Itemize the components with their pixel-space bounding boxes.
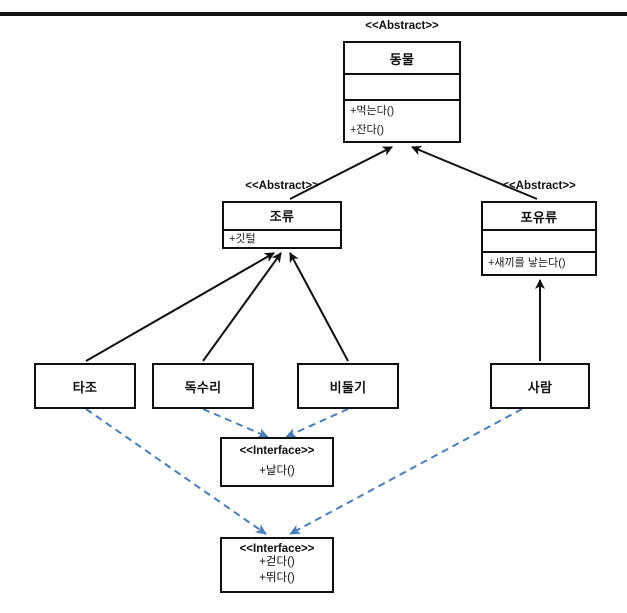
interface-walkable-method-1: +뛰다() [259, 571, 295, 584]
class-mammal-attributes-compartment [483, 229, 595, 251]
class-animal-attributes-compartment [345, 73, 459, 99]
class-animal-method-1: +잔다() [350, 124, 384, 137]
class-bird-attribute-0: +깃털 [229, 232, 256, 245]
interface-flyable-body: <<Interface>> +날다() [222, 439, 332, 485]
class-bird[interactable]: 조류 +깃털 [222, 201, 342, 249]
realization-edges [85, 408, 523, 535]
class-bird-name-compartment: 조류 [224, 203, 340, 229]
class-human-name-compartment: 사람 [492, 365, 588, 407]
generalization-edges [85, 145, 545, 362]
stereotype-bird: <<Abstract>> [245, 180, 319, 192]
class-human[interactable]: 사람 [490, 363, 590, 409]
interface-walkable-body: <<Interface>> +걷다() +뛰다() [222, 539, 332, 591]
stereotype-animal: <<Abstract>> [365, 20, 439, 32]
class-ostrich-name-compartment: 타조 [36, 365, 134, 407]
class-mammal-name-compartment: 포유류 [483, 203, 595, 229]
class-ostrich[interactable]: 타조 [34, 363, 136, 409]
interface-flyable-stereotype: <<Interface>> [239, 445, 315, 458]
interface-flyable-method-0: +날다() [259, 464, 295, 477]
class-animal-name-compartment: 동물 [345, 43, 459, 73]
class-mammal-method-0: +새끼를 낳는다() [488, 257, 566, 270]
class-mammal-name: 포유류 [520, 209, 558, 225]
class-eagle[interactable]: 독수리 [152, 363, 254, 409]
class-bird-name: 조류 [269, 209, 295, 225]
class-human-name: 사람 [527, 379, 553, 395]
class-animal-methods-compartment: +먹는다() +잔다() [345, 99, 459, 141]
interface-flyable[interactable]: <<Interface>> +날다() [220, 437, 334, 487]
interface-walkable[interactable]: <<Interface>> +걷다() +뛰다() [220, 537, 334, 593]
class-animal-method-0: +먹는다() [350, 105, 395, 118]
interface-walkable-stereotype: <<Interface>> [239, 542, 315, 555]
class-bird-attributes-compartment: +깃털 [224, 228, 340, 248]
stereotype-mammal: <<Abstract>> [502, 180, 576, 192]
class-mammal[interactable]: 포유류 +새끼를 낳는다() [481, 201, 597, 276]
interface-walkable-method-0: +걷다() [259, 556, 295, 569]
class-mammal-methods-compartment: +새끼를 낳는다() [483, 251, 595, 274]
class-animal[interactable]: 동물 +먹는다() +잔다() [343, 41, 461, 143]
class-pigeon[interactable]: 비둘기 [297, 363, 399, 409]
class-eagle-name-compartment: 독수리 [154, 365, 252, 407]
class-pigeon-name: 비둘기 [329, 379, 367, 395]
class-pigeon-name-compartment: 비둘기 [299, 365, 397, 407]
class-eagle-name: 독수리 [184, 379, 222, 395]
class-animal-name: 동물 [389, 51, 415, 67]
top-frame-rule [0, 12, 627, 16]
class-ostrich-name: 타조 [72, 379, 98, 395]
